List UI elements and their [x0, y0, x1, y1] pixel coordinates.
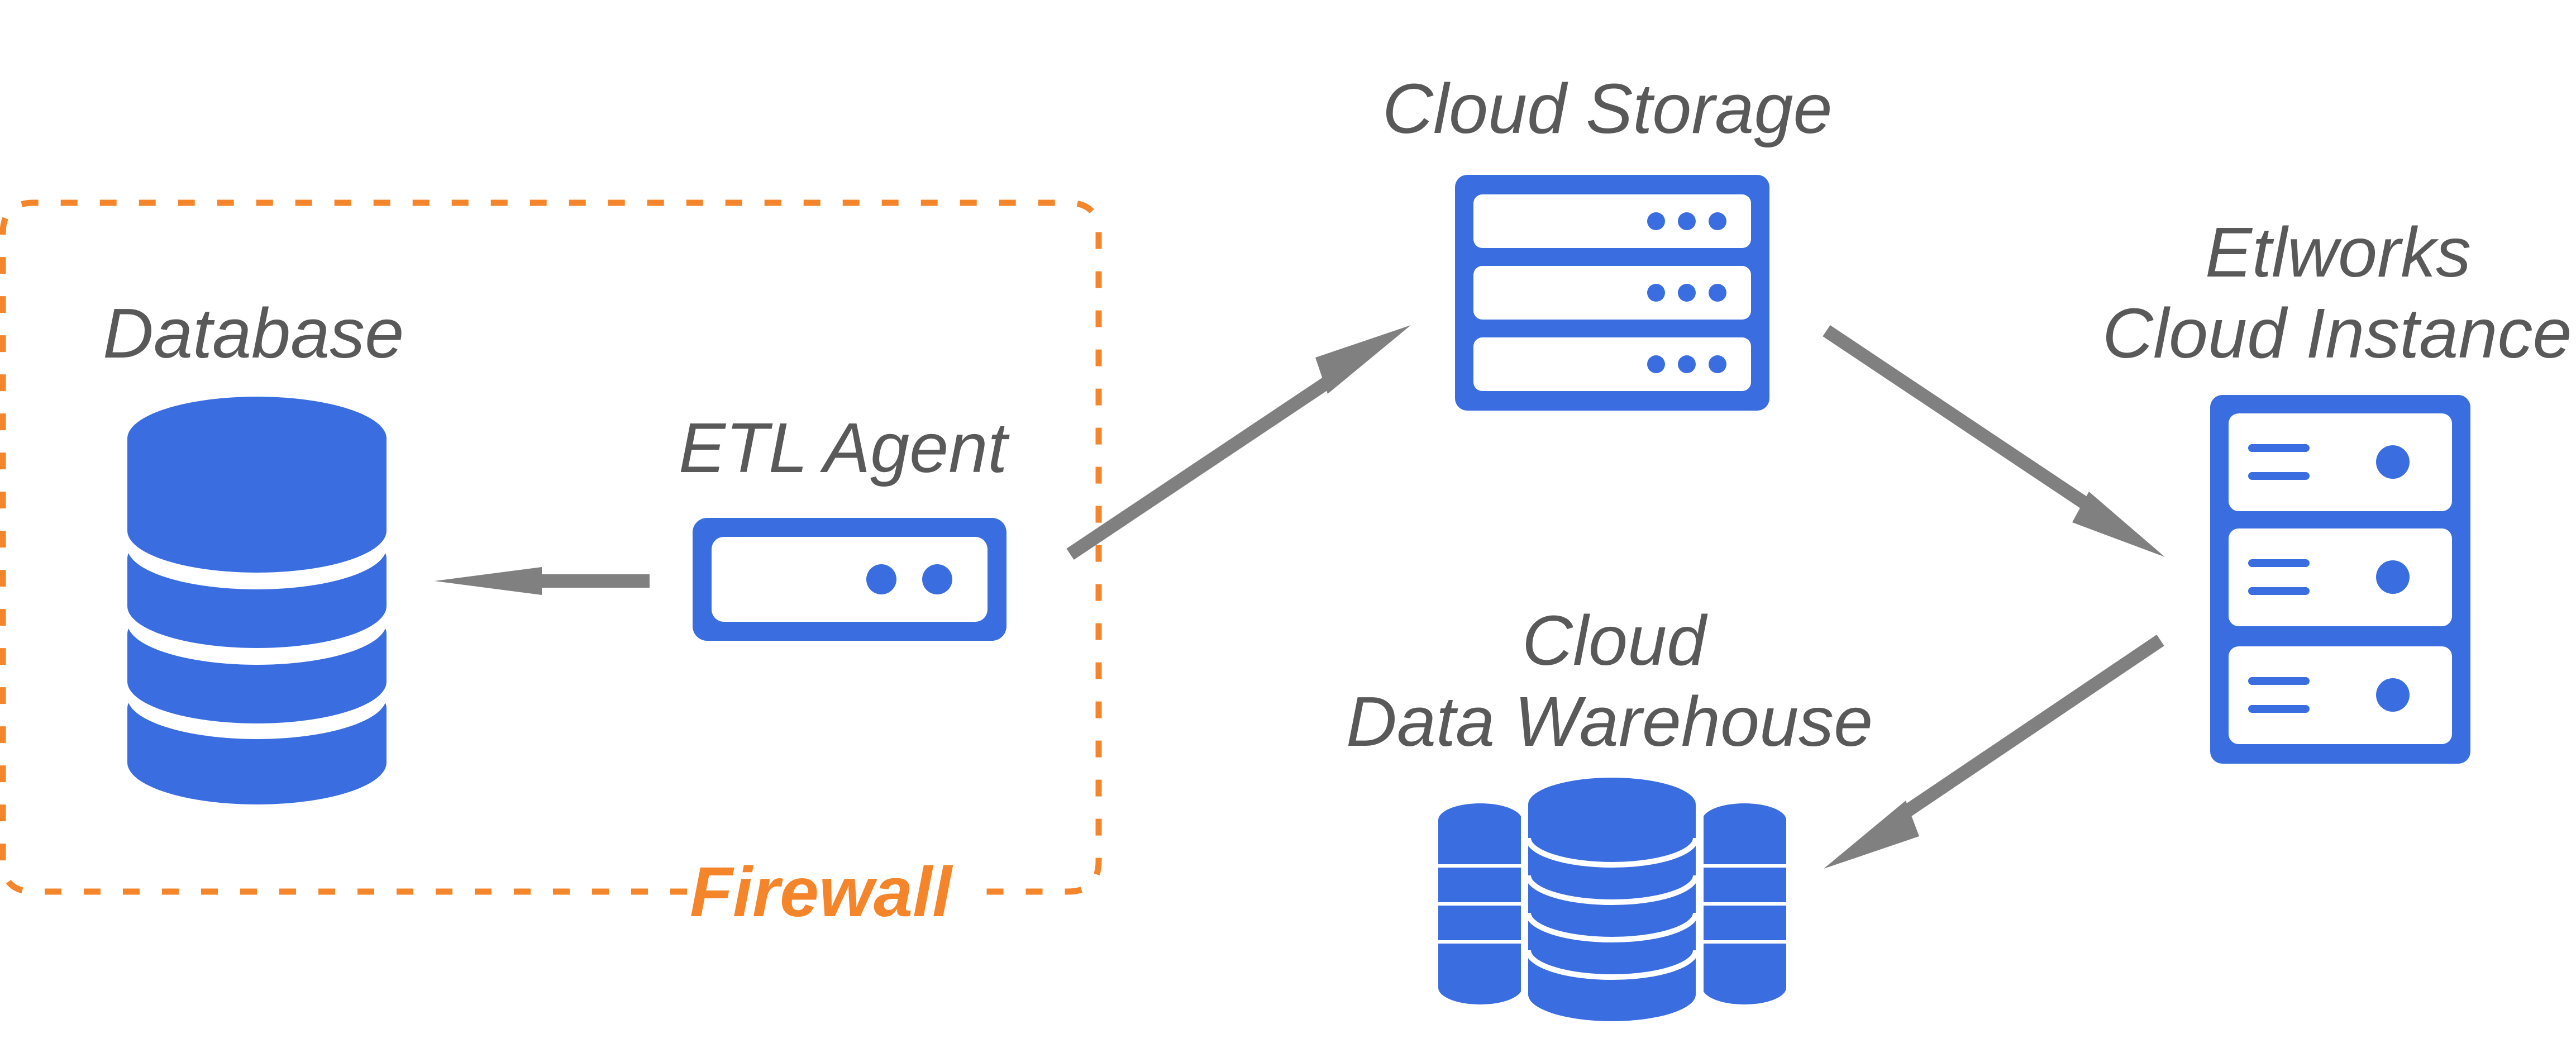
database-label: Database [103, 294, 404, 373]
etlworks-label-line2: Cloud Instance [2102, 294, 2572, 373]
etl-agent-node: ETL Agent [679, 408, 1010, 641]
cloud-storage-node: Cloud Storage [1382, 69, 1833, 411]
firewall-label: Firewall [690, 853, 953, 931]
firewall-boundary: Firewall [0, 199, 1102, 931]
database-icon [127, 397, 387, 804]
warehouse-label-line2: Data Warehouse [1346, 682, 1873, 761]
storage-server-icon [1455, 175, 1769, 411]
server-icon [693, 518, 1006, 641]
arrow-etlworks-to-warehouse [1824, 635, 2164, 869]
server-rack-icon [2210, 395, 2470, 764]
arrow-storage-to-etlworks [1823, 325, 2165, 557]
arrow-agent-to-storage [1066, 325, 1411, 560]
warehouse-right-stack [1702, 803, 1786, 1004]
warehouse-node: Cloud Data Warehouse [1346, 601, 1873, 1028]
multi-database-icon [1438, 768, 1786, 1028]
etlworks-node: Etlworks Cloud Instance [2102, 213, 2572, 764]
etl-agent-label: ETL Agent [679, 408, 1010, 487]
warehouse-label-line1: Cloud [1522, 601, 1708, 680]
database-node: Database [103, 294, 404, 804]
warehouse-left-stack [1438, 803, 1522, 1004]
warehouse-center-stack [1525, 778, 1699, 1021]
arrow-agent-to-database [435, 567, 650, 595]
cloud-storage-label: Cloud Storage [1382, 69, 1833, 148]
etlworks-label-line1: Etlworks [2205, 213, 2471, 292]
